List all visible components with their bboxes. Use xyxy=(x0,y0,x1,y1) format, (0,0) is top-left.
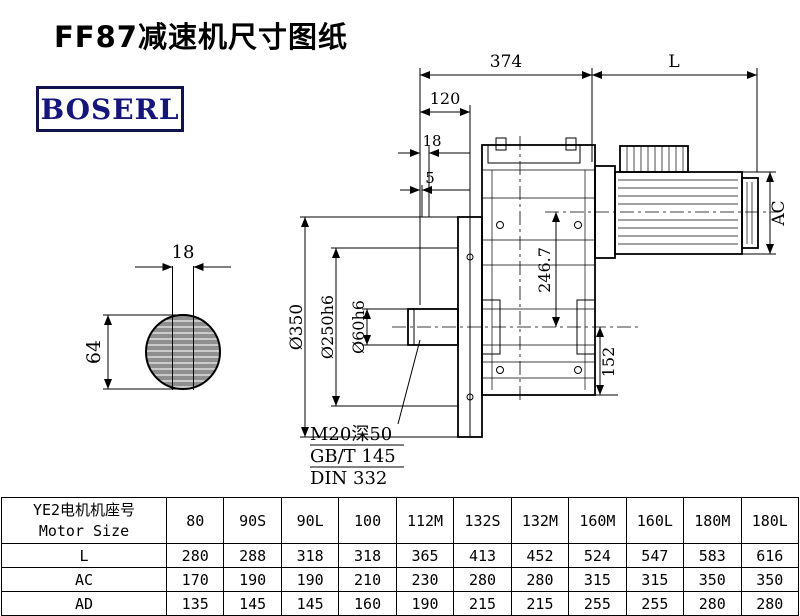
dim-18-label: 18 xyxy=(422,132,441,150)
page-title: FF87减速机尺寸图纸 xyxy=(54,20,348,54)
table-cell: 583 xyxy=(683,543,742,568)
motor-size-header-cell: YE2电机机座号 Motor Size xyxy=(1,497,167,544)
leader-line xyxy=(397,339,421,425)
dim-shaft-dia-label: Ø60h6 xyxy=(349,300,368,354)
column-header: 100 xyxy=(338,497,397,544)
table-cell: 145 xyxy=(223,591,282,616)
motor-size-header-en: Motor Size xyxy=(38,521,130,540)
dim-152-label: 152 xyxy=(599,347,618,378)
tap-note: M20深50 xyxy=(310,424,392,445)
table-cell: 160 xyxy=(338,591,397,616)
table-cell: 230 xyxy=(395,567,455,592)
table-cell: 452 xyxy=(510,543,570,568)
column-header: 90S xyxy=(223,497,282,544)
dim-5-label: 5 xyxy=(425,169,435,187)
key-width-label: 18 xyxy=(172,242,195,263)
table-cell: 255 xyxy=(568,591,627,616)
fan-cowl xyxy=(741,177,759,249)
shaft-section-circle xyxy=(145,314,221,390)
table-cell: 318 xyxy=(338,543,397,568)
terminal-box xyxy=(619,145,689,173)
row-label: L xyxy=(1,543,167,568)
motor-size-header-cn: YE2电机机座号 xyxy=(32,501,136,520)
table-cell: 145 xyxy=(280,591,340,616)
boserl-logo-text: BOSERL xyxy=(40,92,180,126)
housing-detail-lines xyxy=(481,169,596,390)
gearbox-view xyxy=(407,137,596,438)
table-cell: 190 xyxy=(223,567,282,592)
table-cell: 616 xyxy=(740,543,800,568)
table-cell: 170 xyxy=(165,567,225,592)
motor-fins xyxy=(618,179,738,245)
table-cell: 210 xyxy=(338,567,397,592)
table-cell: 413 xyxy=(453,543,512,568)
dim-spigot-dia-label: Ø250h6 xyxy=(318,295,337,359)
column-header: 160M xyxy=(568,497,627,544)
column-header: 132M xyxy=(510,497,570,544)
table-cell: 318 xyxy=(280,543,340,568)
column-header: 180M xyxy=(683,497,742,544)
table-cell: 215 xyxy=(510,591,570,616)
shaft-end-view: 18 64 xyxy=(83,242,231,390)
table-cell: 255 xyxy=(625,591,685,616)
dim-374-label: 374 xyxy=(490,52,522,72)
dimension-annotations: 374 L 120 18 5 AC 246.7 152 Ø350 xyxy=(287,52,789,489)
boserl-logo: BOSERL xyxy=(36,86,184,132)
table-cell: 350 xyxy=(740,567,800,592)
motor-view xyxy=(594,145,759,259)
column-header: 180L xyxy=(740,497,800,544)
shaft-height-label: 64 xyxy=(83,340,105,364)
dim-L-label: L xyxy=(668,52,679,72)
dim-246-label: 246.7 xyxy=(535,247,554,293)
table-cell: 315 xyxy=(568,567,627,592)
row-label: AC xyxy=(1,567,167,592)
standard-note-gbt: GB/T 145 xyxy=(310,446,396,467)
key-width-dimension: 18 xyxy=(135,242,231,271)
dim-120-label: 120 xyxy=(430,89,461,108)
column-header: 90L xyxy=(280,497,340,544)
table-cell: 190 xyxy=(395,591,455,616)
table-cell: 350 xyxy=(683,567,742,592)
column-header: 112M xyxy=(395,497,455,544)
terminal-box-lines xyxy=(626,146,684,172)
shaft-height-dimension: 64 xyxy=(83,314,178,390)
table-cell: 280 xyxy=(510,567,570,592)
table-cell: 280 xyxy=(740,591,800,616)
dim-flange-dia-label: Ø350 xyxy=(287,304,307,350)
column-header: 132S xyxy=(453,497,512,544)
table-cell: 190 xyxy=(280,567,340,592)
standard-note-din: DIN 332 xyxy=(310,468,387,489)
table-cell: 524 xyxy=(568,543,627,568)
table-cell: 315 xyxy=(625,567,685,592)
table-cell: 365 xyxy=(395,543,455,568)
table-cell: 547 xyxy=(625,543,685,568)
row-label: AD xyxy=(1,591,167,616)
table-cell: 215 xyxy=(453,591,512,616)
table-cell: 288 xyxy=(223,543,282,568)
motor-body xyxy=(614,171,743,255)
keyway-lines xyxy=(172,266,194,390)
column-header: 80 xyxy=(165,497,225,544)
table-cell: 280 xyxy=(683,591,742,616)
table-cell: 280 xyxy=(453,567,512,592)
column-header: 160L xyxy=(625,497,685,544)
table-cell: 135 xyxy=(165,591,225,616)
table-cell: 280 xyxy=(165,543,225,568)
technical-drawing: 18 64 xyxy=(83,52,789,489)
dim-AC-label: AC xyxy=(769,200,789,226)
